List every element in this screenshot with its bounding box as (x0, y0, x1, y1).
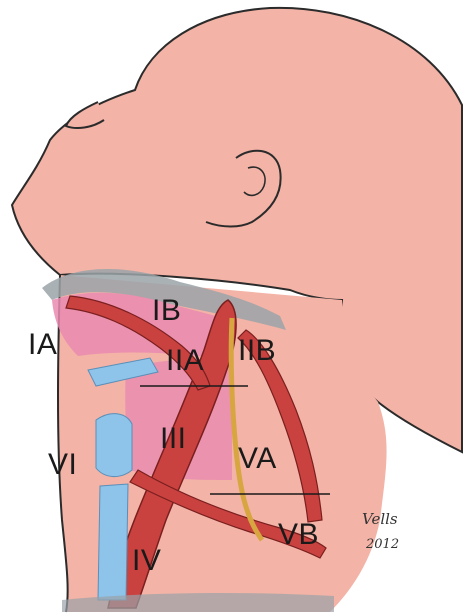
trachea (98, 484, 128, 600)
thyroid-cartilage (96, 414, 132, 477)
level-label-ib: IB (152, 296, 181, 326)
level-label-ia: IA (28, 330, 57, 360)
level-label-va: VA (238, 444, 277, 474)
level-label-iii: III (160, 424, 187, 454)
signature-name: Vells (362, 512, 398, 527)
level-label-iib: IIB (238, 336, 276, 366)
level-label-vb: VB (278, 520, 319, 550)
level-label-iv: IV (132, 546, 161, 576)
level-label-vi: VI (48, 450, 77, 480)
nose (66, 102, 104, 128)
level-label-iia: IIA (166, 346, 204, 376)
signature-year: 2012 (366, 538, 399, 551)
